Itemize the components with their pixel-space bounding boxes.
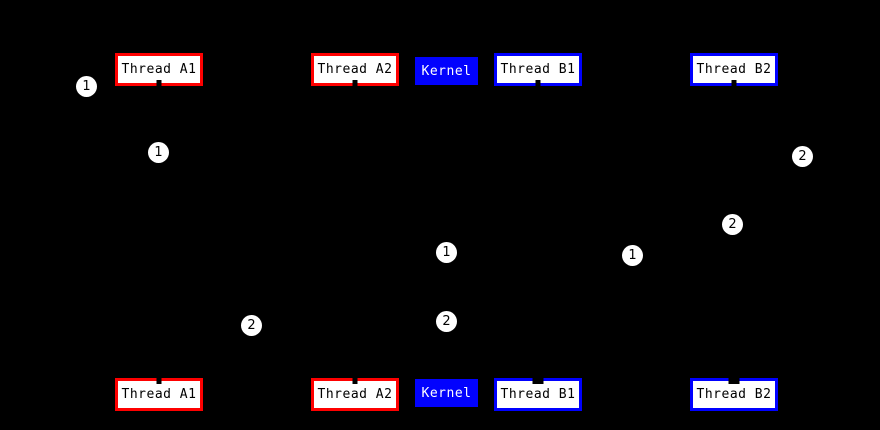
message-number-badge: 2 xyxy=(722,214,743,235)
lifeline-notch xyxy=(352,80,358,87)
message-number-badge: 1 xyxy=(76,76,97,97)
participant-thread-a2-top: Thread A2 xyxy=(311,53,399,87)
participant-thread-a1-bottom: Thread A1 xyxy=(115,377,203,411)
message-number-badge: 2 xyxy=(241,315,262,336)
participant-kernel-top: Kernel xyxy=(415,57,478,85)
participant-thread-b2-top: Thread B2 xyxy=(690,53,778,87)
lifeline-notch xyxy=(156,80,162,87)
message-number-badge: 1 xyxy=(148,142,169,163)
activation-notch xyxy=(728,377,740,384)
participant-kernel-bottom: Kernel xyxy=(415,379,478,407)
participant-label: Thread B2 xyxy=(696,387,772,402)
lifeline-notch xyxy=(535,80,541,87)
message-number-badge: 1 xyxy=(622,245,643,266)
participant-label: Thread A2 xyxy=(317,387,393,402)
participant-thread-a1-top: Thread A1 xyxy=(115,53,203,87)
activation-notch xyxy=(532,377,544,384)
participant-thread-b2-bottom: Thread B2 xyxy=(690,377,778,411)
participant-thread-b1-top: Thread B1 xyxy=(494,53,582,87)
lifeline-notch xyxy=(731,80,737,87)
participant-thread-b1-bottom: Thread B1 xyxy=(494,377,582,411)
participant-label: Thread A1 xyxy=(121,62,197,77)
participant-label: Thread A2 xyxy=(317,62,393,77)
participant-label: Thread B1 xyxy=(500,387,576,402)
message-number-badge: 2 xyxy=(436,311,457,332)
participant-label: Thread B2 xyxy=(696,62,772,77)
participant-label: Kernel xyxy=(421,63,472,79)
participant-label: Thread B1 xyxy=(500,62,576,77)
participant-label: Kernel xyxy=(421,385,472,401)
participant-thread-a2-bottom: Thread A2 xyxy=(311,377,399,411)
participant-label: Thread A1 xyxy=(121,387,197,402)
message-number-badge: 1 xyxy=(436,242,457,263)
lifeline-notch xyxy=(352,377,358,384)
message-number-badge: 2 xyxy=(792,146,813,167)
lifeline-notch xyxy=(156,377,162,384)
